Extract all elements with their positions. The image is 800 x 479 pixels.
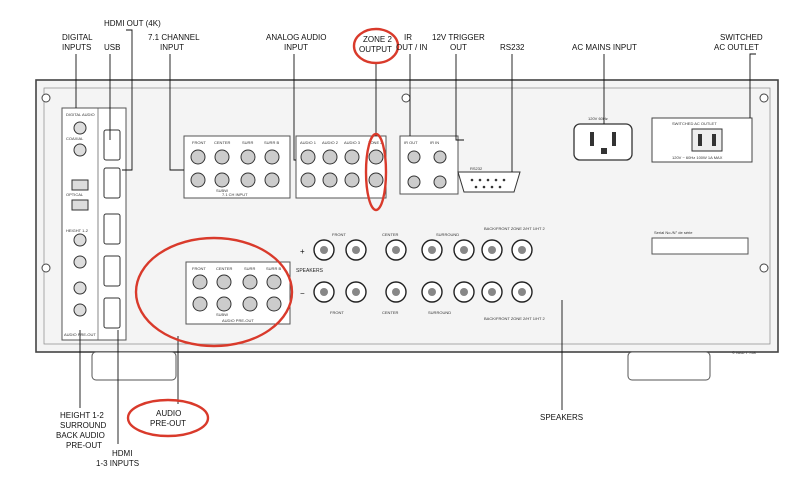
ch71-label-3: SURR B <box>264 140 279 145</box>
analog-label-2: AUDIO 3 <box>344 140 361 145</box>
audio-preout-panel <box>185 261 291 325</box>
speakers-panel-label: SPEAKERS <box>296 268 324 274</box>
callout-switched-1: SWITCHED <box>720 33 763 42</box>
speaker-top-label-1: CENTER <box>382 232 399 237</box>
ir-panel <box>399 135 459 195</box>
ch71-label-1: CENTER <box>214 140 231 145</box>
callout-lines <box>75 29 756 444</box>
audio-preout-label-circle <box>126 398 210 438</box>
callout-trigger-2: OUT <box>450 43 467 52</box>
callout-analog-audio-1: ANALOG AUDIO <box>266 33 326 42</box>
ch71-label-0: FRONT <box>192 140 206 145</box>
callout-ir-1: IR <box>404 33 412 42</box>
analog-label-1: AUDIO 2 <box>322 140 339 145</box>
callout-ir-2: OUT / IN <box>396 43 428 52</box>
speaker-bottom-label-1: CENTER <box>382 310 399 315</box>
speaker-top-label-3: BACK/FRONT ZONE 2/HT 1/HT 2 <box>484 226 545 231</box>
callout-height-3: BACK AUDIO <box>56 431 105 440</box>
ch71-jacks <box>190 149 280 188</box>
model-label: © NAD T 758 <box>732 350 756 355</box>
callout-height-4: PRE-OUT <box>66 441 102 450</box>
rs232-pins <box>470 178 506 189</box>
callout-height-2: SURROUND <box>60 421 106 430</box>
preout-jacks <box>192 274 282 312</box>
audio-preout-highlight <box>134 236 294 348</box>
serial-label: Serial No./N° de série <box>654 230 693 235</box>
callout-labels: DIGITAL INPUTS USB HDMI OUT (4K) 7.1 CHA… <box>56 19 763 468</box>
switched-ac-panel-label: SWITCHED AC OUTLET <box>672 121 717 126</box>
speaker-bottom-label-0: FRONT <box>330 310 344 315</box>
preout-label-1: CENTER <box>216 266 233 271</box>
analog-label-3: ZONE 2 <box>368 140 383 145</box>
ch71-sub-label: SUBW <box>216 188 228 193</box>
callout-height-1: HEIGHT 1-2 <box>60 411 104 420</box>
foot-left <box>91 351 177 381</box>
serial-box <box>651 237 749 255</box>
preout-label-3: SURR B <box>266 266 281 271</box>
left-strip-label-3: HEIGHT 1-2 <box>66 228 89 233</box>
analog-label-0: AUDIO 1 <box>300 140 317 145</box>
rs232-label: RS232 <box>470 166 483 171</box>
switched-ac-socket <box>691 128 723 152</box>
speaker-top-label-0: FRONT <box>332 232 346 237</box>
analog-input-panel <box>295 135 387 199</box>
ac-voltage-label: 120V 60Hz <box>588 116 608 121</box>
ac-mains-socket <box>573 123 633 161</box>
speaker-bottom-label-3: BACK/FRONT ZONE 2/HT 1/HT 2 <box>484 316 545 321</box>
ir-label-0: IR OUT <box>404 140 418 145</box>
highlight-markers <box>126 27 400 438</box>
rs232-connector <box>457 171 521 193</box>
preout-label-2: SURR <box>244 266 255 271</box>
zone2-output-circle <box>352 27 400 65</box>
callout-zone2-1: ZONE 2 <box>363 35 392 44</box>
callout-hdmi-out: HDMI OUT (4K) <box>104 19 161 28</box>
callout-digital-inputs-1: DIGITAL <box>62 33 93 42</box>
preout-label-0: FRONT <box>192 266 206 271</box>
chassis-inner <box>43 87 771 345</box>
callout-rs232: RS232 <box>500 43 525 52</box>
callout-switched-2: AC OUTLET <box>714 43 759 52</box>
minus-sign: − <box>300 289 305 298</box>
callout-hdmi-inputs-2: 1-3 INPUTS <box>96 459 139 468</box>
left-strip-label-0: DIGITAL AUDIO <box>66 112 95 117</box>
preout-sub-label: SUBW <box>216 312 228 317</box>
callout-audio-preout-2: PRE-OUT <box>150 419 186 428</box>
callout-71-channel-2: INPUT <box>160 43 184 52</box>
callout-hdmi-inputs-1: HDMI <box>112 449 132 458</box>
zone2-jacks-highlight <box>364 132 388 212</box>
plus-sign: + <box>300 247 305 256</box>
ch71-label-2: SURR <box>242 140 253 145</box>
callout-71-channel-1: 7.1 CHANNEL <box>148 33 200 42</box>
ch71-input-panel <box>183 135 291 199</box>
ir-label-1: IR IN <box>430 140 439 145</box>
analog-jacks <box>300 149 384 188</box>
speaker-bottom-label-2: SURROUND <box>428 310 451 315</box>
screws <box>41 93 769 273</box>
preout-title: AUDIO PRE-OUT <box>222 318 254 323</box>
callout-speakers: SPEAKERS <box>540 413 583 422</box>
speaker-top-label-2: SURROUND <box>436 232 459 237</box>
foot-right <box>627 351 711 381</box>
callout-trigger-1: 12V TRIGGER <box>432 33 485 42</box>
switched-ac-rating: 120V ~ 60Hz 100W 1A MAX <box>672 155 723 160</box>
left-strip-label-2: OPTICAL <box>66 192 84 197</box>
left-strip-label-1: COAXIAL <box>66 136 84 141</box>
callout-zone2-2: OUTPUT <box>359 45 392 54</box>
callout-analog-audio-2: INPUT <box>284 43 308 52</box>
callout-ac-mains: AC MAINS INPUT <box>572 43 637 52</box>
ch71-title: 7.1 CH INPUT <box>222 192 248 197</box>
hdmi-ports <box>103 129 121 329</box>
ir-jacks <box>407 150 447 189</box>
callout-digital-inputs-2: INPUTS <box>62 43 91 52</box>
callout-audio-preout-1: AUDIO <box>156 409 181 418</box>
speaker-terminal-cores <box>320 246 526 296</box>
callout-usb: USB <box>104 43 120 52</box>
left-strip-jacks <box>71 121 89 317</box>
